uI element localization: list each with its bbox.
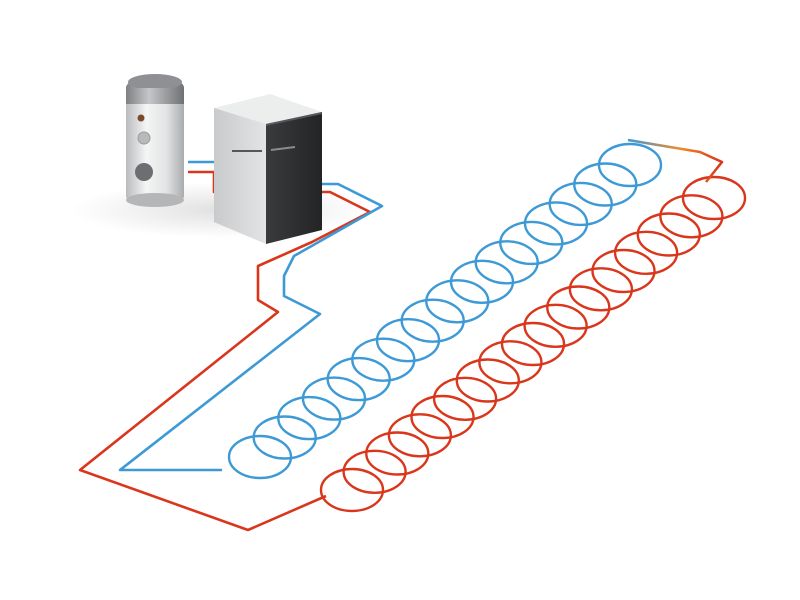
hot-coil-loop-9 <box>500 321 566 367</box>
hot-coil-loop-13 <box>591 248 656 294</box>
heat-pump-unit <box>214 94 322 244</box>
cold-coil-loop-8 <box>400 298 465 343</box>
hot-coil-loop-15 <box>636 212 701 257</box>
cold-coil-loop-9 <box>425 279 490 324</box>
hot-coil-loop-4 <box>387 413 453 458</box>
hot-coil-loop-11 <box>546 285 611 330</box>
heat-pump-vent <box>232 150 262 152</box>
hot-water-tank <box>126 74 184 207</box>
hot-coil-loop-5 <box>410 394 475 440</box>
cold-coil-loop-3 <box>277 395 342 441</box>
cold-coil-loop-10 <box>449 259 515 304</box>
hot-coil-loop-7 <box>455 358 520 403</box>
cold-coil-loop-2 <box>252 415 317 460</box>
loop-transition-pipe <box>627 138 724 183</box>
hot-coil-loop-3 <box>365 431 430 476</box>
hot-coil-loop-2 <box>342 449 407 494</box>
tank-gauge-icon <box>137 114 145 122</box>
hot-coil-loop-14 <box>613 230 679 276</box>
hot-coil-loop-16 <box>659 194 724 239</box>
cold-coil-loop-14 <box>548 181 613 227</box>
cold-coil-loop-15 <box>573 162 638 207</box>
cold-coil-loop-13 <box>523 201 589 246</box>
cold-coil-loop-1 <box>227 434 293 480</box>
cold-coil-loop-16 <box>597 142 663 188</box>
cold-coil-loop-12 <box>499 220 564 266</box>
cold-coil-row <box>227 142 663 480</box>
hot-coil-row <box>319 175 747 513</box>
tank-port-icon <box>137 131 151 145</box>
cold-coil-loop-5 <box>326 356 391 402</box>
cold-coil-loop-7 <box>375 318 441 363</box>
hot-coil-loop-17 <box>681 175 747 221</box>
tank-outlet-icon <box>135 163 153 181</box>
cold-coil-loop-4 <box>301 376 367 421</box>
heat-pump-display <box>270 146 296 151</box>
cold-coil-loop-6 <box>351 337 416 382</box>
hot-coil-loop-12 <box>568 267 634 312</box>
hot-coil-loop-10 <box>523 303 588 348</box>
hot-coil-loop-6 <box>432 376 498 421</box>
hot-coil-loop-1 <box>319 467 385 513</box>
hot-coil-loop-8 <box>478 340 543 385</box>
cold-coil-loop-11 <box>474 240 539 285</box>
